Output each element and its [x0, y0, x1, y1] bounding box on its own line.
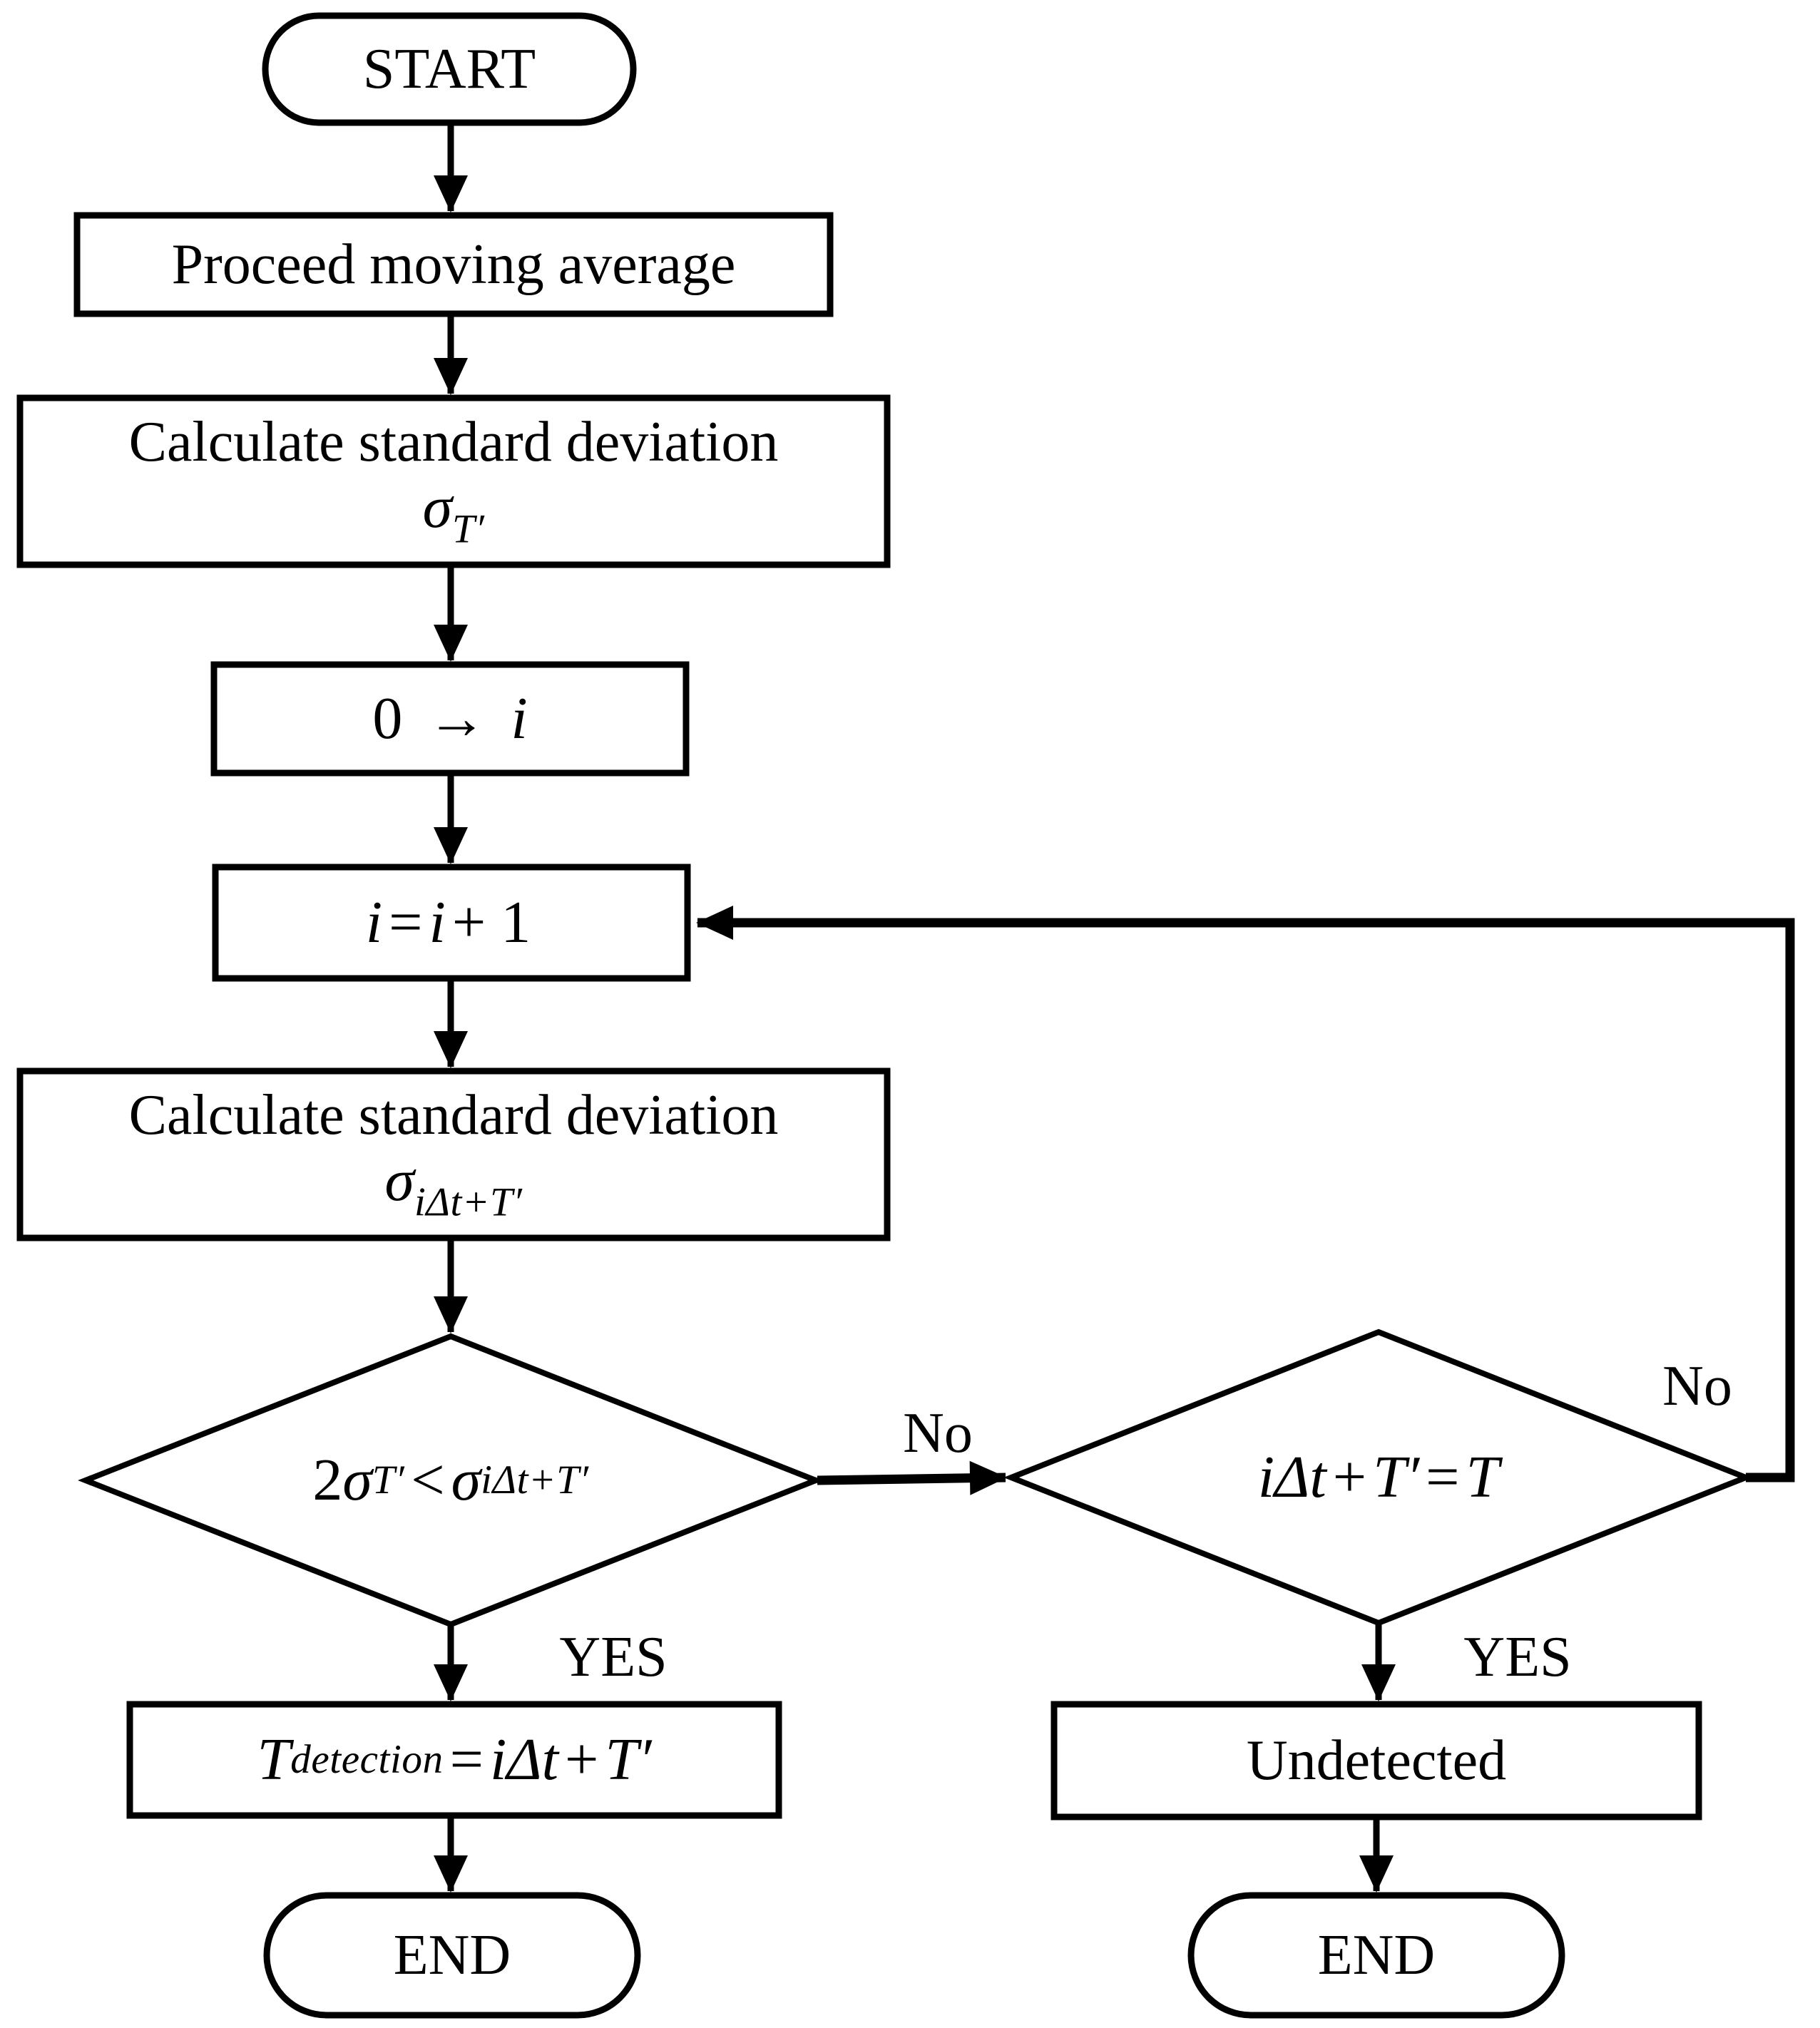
- term-t: T: [1466, 1443, 1500, 1510]
- end-left-label: END: [393, 1924, 511, 1987]
- decision-time-diamond-shape: [1003, 1328, 1754, 1627]
- proceed-process-shape: [73, 212, 834, 317]
- calc-sigma-t-process-shape: [16, 394, 891, 568]
- calc-sigma-idt-process-shape: [16, 1067, 891, 1241]
- end-left-terminal-shape: [263, 1892, 641, 2019]
- init-i-formula: 0 → i: [214, 665, 686, 773]
- arrow-decision2-no-loop: [696, 906, 1795, 1482]
- term-t-prime: T′: [605, 1726, 652, 1793]
- detection-subscript: detection: [290, 1737, 444, 1783]
- end-right-label: END: [1317, 1924, 1436, 1987]
- proceed-label: Proceed moving average: [171, 233, 736, 296]
- coefficient-two: 2: [312, 1446, 343, 1513]
- no-label-mid: No: [903, 1402, 973, 1465]
- init-zero: 0: [372, 685, 403, 752]
- term-t: T: [257, 1726, 291, 1793]
- variable-i: i: [365, 888, 383, 956]
- calc-sigma-t-label: Calculate standard deviation σT′: [20, 398, 887, 565]
- decision-time-formula: iΔt + T′ = T: [1011, 1332, 1746, 1623]
- variable-i: i: [429, 888, 446, 956]
- increment-formula: i = i + 1: [215, 867, 687, 978]
- calc-sigma-idt-title: Calculate standard deviation: [128, 1083, 779, 1147]
- equals-sign: =: [449, 1726, 484, 1793]
- sigma-symbol: σ: [451, 1446, 481, 1513]
- sigma-subscript: iΔt+T′: [481, 1458, 589, 1503]
- sigma-subscript: T′: [372, 1458, 405, 1503]
- start-label: START: [362, 38, 536, 101]
- calc-sigma-idt-label: Calculate standard deviation σiΔt+T′: [20, 1071, 887, 1238]
- equals-sign: =: [389, 888, 423, 956]
- t-detection-process-shape: [126, 1701, 782, 1819]
- plus-sign: +: [565, 1726, 599, 1793]
- plus-one: + 1: [451, 888, 531, 956]
- variable-i: i: [511, 685, 528, 752]
- term-i-delta-t: iΔt: [490, 1726, 559, 1793]
- calc-sigma-t-title: Calculate standard deviation: [128, 410, 779, 473]
- equals-sign: =: [1426, 1443, 1460, 1510]
- term-i-delta-t: iΔt: [1257, 1443, 1326, 1510]
- assign-arrow-symbol: →: [426, 685, 487, 752]
- yes-label-left: YES: [559, 1626, 668, 1689]
- yes-label-right: YES: [1463, 1626, 1572, 1689]
- increment-process-shape: [212, 864, 691, 982]
- sigma-subscript: iΔt+T′: [414, 1179, 523, 1225]
- less-than-sign: <: [411, 1446, 445, 1513]
- undetected-process-shape: [1050, 1701, 1702, 1820]
- init-i-process-shape: [210, 661, 690, 777]
- start-terminal-shape: [262, 12, 637, 126]
- no-label-loop: No: [1662, 1355, 1732, 1418]
- sigma-symbol: σ: [422, 473, 453, 541]
- undetected-label: Undetected: [1246, 1729, 1507, 1792]
- calc-sigma-idt-formula: σiΔt+T′: [385, 1149, 523, 1224]
- decision-sigma-diamond-shape: [78, 1333, 824, 1628]
- sigma-symbol: σ: [342, 1446, 372, 1513]
- end-right-terminal-shape: [1187, 1892, 1565, 2019]
- arrow-decision1-no: [817, 1460, 1007, 1495]
- calc-sigma-t-formula: σT′: [423, 476, 485, 551]
- sigma-symbol: σ: [384, 1147, 414, 1214]
- plus-sign: +: [1332, 1443, 1367, 1510]
- sigma-subscript: T′: [452, 506, 485, 552]
- term-t-prime: T′: [1373, 1443, 1420, 1510]
